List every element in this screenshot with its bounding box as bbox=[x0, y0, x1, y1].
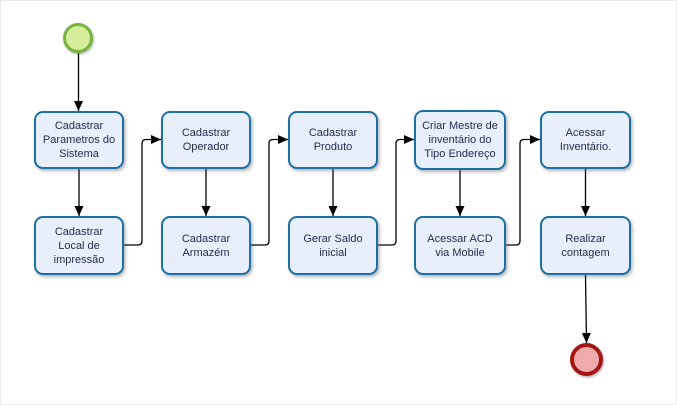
connector-n10-to-end bbox=[581, 274, 591, 344]
flow-node-cadastrar-produto: Cadastrar Produto bbox=[288, 111, 378, 169]
flow-node-acessar-acd-mobile: Acessar ACD via Mobile bbox=[414, 216, 506, 275]
flow-node-label: Cadastrar Local de impressão bbox=[53, 225, 105, 266]
flow-node-realizar-contagem: Realizar contagem bbox=[540, 216, 631, 275]
connector-n6-to-n7 bbox=[378, 135, 414, 246]
flow-node-criar-mestre-inventario: Criar Mestre de inventário do Tipo Ender… bbox=[414, 110, 506, 170]
flow-node-label: Acessar Inventário. bbox=[559, 127, 612, 153]
connector-n8-to-n9 bbox=[506, 135, 540, 246]
flow-node-cadastrar-local-impressao: Cadastrar Local de impressão bbox=[34, 216, 124, 275]
connector-n4-to-n5 bbox=[251, 135, 288, 246]
start-event-circle bbox=[63, 23, 93, 53]
flow-node-cadastrar-armazem: Cadastrar Armazém bbox=[161, 216, 251, 275]
flow-node-label: Cadastrar Produto bbox=[308, 127, 358, 153]
end-event-circle bbox=[570, 343, 603, 376]
flow-node-label: Realizar contagem bbox=[561, 232, 610, 259]
flow-node-label: Criar Mestre de inventário do Tipo Ender… bbox=[422, 120, 498, 160]
flow-node-cadastrar-operador: Cadastrar Operador bbox=[161, 111, 251, 169]
flow-node-label: Gerar Saldo inicial bbox=[303, 232, 363, 259]
flow-node-gerar-saldo-inicial: Gerar Saldo inicial bbox=[288, 216, 378, 275]
flow-node-acessar-inventario: Acessar Inventário. bbox=[540, 111, 631, 169]
connector-n2-to-n3 bbox=[124, 135, 161, 246]
flow-node-label: Acessar ACD via Mobile bbox=[427, 232, 493, 259]
flow-node-label: Cadastrar Parametros do Sistema bbox=[42, 120, 116, 160]
flow-node-cadastrar-parametros-sistema: Cadastrar Parametros do Sistema bbox=[34, 111, 124, 169]
flow-node-label: Cadastrar Armazém bbox=[181, 232, 231, 259]
flow-node-label: Cadastrar Operador bbox=[181, 127, 231, 153]
